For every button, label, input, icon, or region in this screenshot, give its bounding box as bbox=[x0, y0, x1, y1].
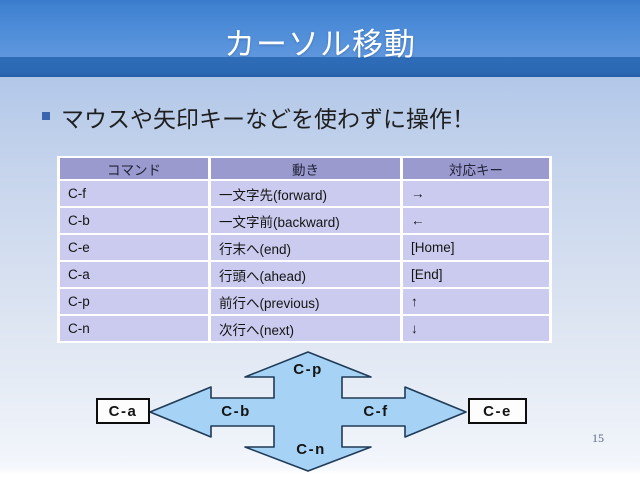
header-action: 動き bbox=[211, 158, 400, 179]
cell-command: C-n bbox=[60, 316, 208, 341]
table-row: C-n 次行へ(next) ↓ bbox=[60, 316, 549, 341]
arrow-label-up: C-p bbox=[293, 361, 323, 378]
cell-command: C-a bbox=[60, 262, 208, 287]
table-row: C-a 行頭へ(ahead) [End] bbox=[60, 262, 549, 287]
arrow-label-right: C-f bbox=[363, 403, 389, 420]
key-box-left: C-a bbox=[96, 398, 150, 424]
cell-action: 一文字先(forward) bbox=[211, 181, 400, 206]
cell-command: C-p bbox=[60, 289, 208, 314]
cell-key: → bbox=[403, 181, 549, 206]
cell-action: 行末へ(end) bbox=[211, 235, 400, 260]
arrow-label-down: C-n bbox=[296, 441, 326, 458]
table-row: C-f 一文字先(forward) → bbox=[60, 181, 549, 206]
arrow-label-left: C-b bbox=[221, 403, 251, 420]
banner-gradient-top bbox=[0, 0, 640, 57]
header-command: コマンド bbox=[60, 158, 208, 179]
command-table: コマンド 動き 対応キー C-f 一文字先(forward) → C-b 一文字… bbox=[57, 156, 552, 343]
cell-key: ← bbox=[403, 208, 549, 233]
title-banner: カーソル移動 bbox=[0, 0, 640, 77]
table-row: C-b 一文字前(backward) ← bbox=[60, 208, 549, 233]
header-key: 対応キー bbox=[403, 158, 549, 179]
slide-title: カーソル移動 bbox=[224, 27, 416, 62]
cell-action: 一文字前(backward) bbox=[211, 208, 400, 233]
cell-key: ↓ bbox=[403, 316, 549, 341]
table-header-row: コマンド 動き 対応キー bbox=[60, 158, 549, 179]
cell-action: 行頭へ(ahead) bbox=[211, 262, 400, 287]
cell-action: 前行へ(previous) bbox=[211, 289, 400, 314]
cell-key: ↑ bbox=[403, 289, 549, 314]
cell-action: 次行へ(next) bbox=[211, 316, 400, 341]
cell-key: [Home] bbox=[403, 235, 549, 260]
key-box-right: C-e bbox=[468, 398, 527, 424]
bullet-square-icon bbox=[42, 112, 50, 120]
page-number: 15 bbox=[592, 431, 604, 445]
cell-command: C-b bbox=[60, 208, 208, 233]
banner-dark-band bbox=[0, 57, 640, 77]
cell-command: C-f bbox=[60, 181, 208, 206]
bullet-text: マウスや矢印キーなどを使わずに操作！ bbox=[61, 106, 475, 132]
table-row: C-p 前行へ(previous) ↑ bbox=[60, 289, 549, 314]
table-row: C-e 行末へ(end) [Home] bbox=[60, 235, 549, 260]
cell-command: C-e bbox=[60, 235, 208, 260]
cell-key: [End] bbox=[403, 262, 549, 287]
